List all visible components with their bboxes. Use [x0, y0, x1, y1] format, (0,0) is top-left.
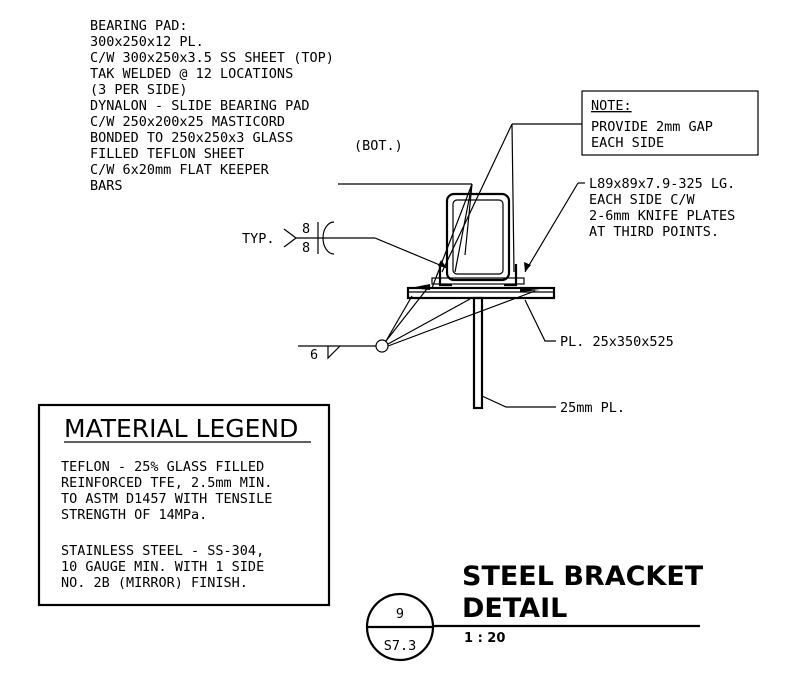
detail-number: 9 [396, 606, 404, 622]
leader-line [374, 237, 448, 269]
legend-line: REINFORCED TFE, 2.5mm MIN. [61, 475, 272, 491]
note-line: C/W 6x20mm FLAT KEEPER [90, 162, 270, 178]
angle-right [504, 264, 518, 287]
leader-line [524, 182, 579, 273]
weld-size-top: 8 [302, 221, 310, 237]
note-line: 300x250x12 PL. [90, 34, 204, 50]
bearing-pad-leaders [338, 183, 473, 289]
leader-line [524, 299, 556, 342]
legend-line: STAINLESS STEEL - SS-304, [61, 543, 264, 559]
weld-symbol-6: 6 [298, 284, 536, 363]
weld-tail-icon [283, 228, 297, 248]
leader-line [387, 290, 536, 347]
hss-tube-inner [452, 199, 504, 275]
legend-line: STRENGTH OF 14MPa. [61, 507, 207, 523]
plate-label: PL. 25x350x525 [560, 334, 674, 350]
leader-line [464, 183, 473, 256]
legend-frame [37, 403, 331, 607]
leader-line [481, 395, 556, 408]
note-line: TAK WELDED @ 12 LOCATIONS [90, 66, 293, 82]
legend-line: NO. 2B (MIRROR) FINISH. [61, 575, 248, 591]
angle-note-line: 2-6mm KNIFE PLATES [589, 208, 735, 224]
all-around-weld-icon [322, 221, 335, 255]
weld-circle-icon [375, 339, 389, 353]
leader-line [385, 284, 431, 342]
angle-left [438, 264, 452, 287]
fillet-weld-icon [520, 288, 540, 292]
detail-scale: 1 : 20 [464, 631, 505, 646]
note-line: (3 PER SIDE) [90, 82, 188, 98]
plate-labels: PL. 25x350x525 25mm PL. [481, 299, 674, 416]
weld-symbol-typ: TYP. 8 8 [242, 221, 448, 269]
note-line: C/W 250x200x25 MASTICORD [90, 114, 285, 130]
detail-sheet: S7.3 [384, 638, 417, 654]
bearing-pad [431, 277, 525, 285]
note-line: PROVIDE 2mm GAP [591, 119, 713, 135]
steel-bracket-assembly [406, 192, 556, 410]
legend-line: TEFLON - 25% GLASS FILLED [61, 459, 264, 475]
leader-line [387, 298, 471, 345]
legend-line: 10 GAUGE MIN. WITH 1 SIDE [61, 559, 264, 575]
note-line: BEARING PAD: [90, 18, 188, 34]
legend-title: MATERIAL LEGEND [64, 414, 298, 443]
arrowhead-icon [524, 262, 531, 272]
leader-line [511, 123, 515, 273]
note-title: NOTE: [591, 98, 632, 114]
leader-line [441, 123, 513, 273]
title-block: 9 S7.3 STEEL BRACKET DETAIL 1 : 20 [365, 561, 704, 662]
weld-size-bottom: 8 [302, 240, 310, 256]
angle-note: L89x89x7.9-325 LG. EACH SIDE C/W 2-6mm K… [524, 176, 735, 273]
note-box: NOTE: PROVIDE 2mm GAP EACH SIDE [441, 90, 759, 273]
note-line: DYNALON - SLIDE BEARING PAD [90, 98, 309, 114]
note-line: BARS [90, 178, 123, 194]
material-legend: MATERIAL LEGEND TEFLON - 25% GLASS FILLE… [37, 403, 331, 607]
web-plate [472, 296, 484, 410]
bot-label: (BOT.) [354, 138, 403, 154]
bearing-pad-note: BEARING PAD: 300x250x12 PL. C/W 300x250x… [90, 18, 403, 194]
weld-size: 6 [310, 347, 318, 363]
note-line: C/W 300x250x3.5 SS SHEET (TOP) [90, 50, 334, 66]
leader-line [454, 183, 473, 273]
note-line: EACH SIDE [591, 135, 664, 151]
leader-line [431, 183, 473, 289]
angle-note-line: AT THIRD POINTS. [589, 224, 719, 240]
weld-typ-label: TYP. [242, 231, 275, 247]
leader-line [385, 295, 413, 342]
web-label: 25mm PL. [560, 400, 625, 416]
angle-note-line: EACH SIDE C/W [589, 192, 696, 208]
detail-title-line2: DETAIL [462, 593, 567, 624]
fillet-weld-icon [410, 284, 430, 290]
angle-note-line: L89x89x7.9-325 LG. [589, 176, 735, 192]
detail-title-line1: STEEL BRACKET [462, 561, 704, 592]
note-line: BONDED TO 250x250x3 GLASS [90, 130, 293, 146]
legend-line: TO ASTM D1457 WITH TENSILE [61, 491, 272, 507]
note-box-frame [581, 90, 759, 156]
note-line: FILLED TEFLON SHEET [90, 146, 244, 162]
fillet-weld-icon [327, 345, 341, 360]
hss-tube-outer [445, 192, 511, 282]
